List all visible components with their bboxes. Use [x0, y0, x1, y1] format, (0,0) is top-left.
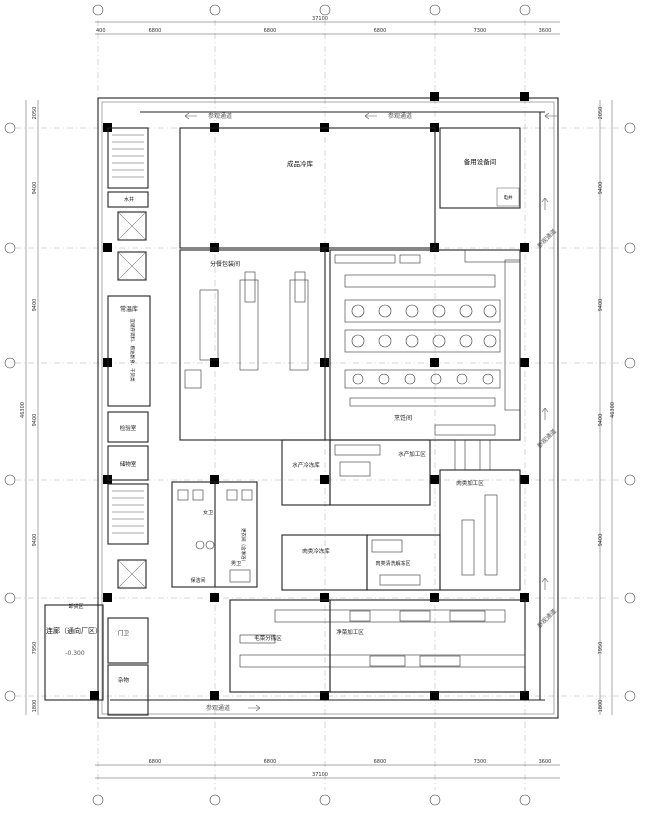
room-changing: 更衣间（含淋浴）: [240, 528, 247, 564]
level-note: -0.300: [65, 650, 85, 657]
dim-bottom-span: 6800: [374, 759, 387, 765]
dim-top-span: 6800: [149, 28, 162, 34]
room-ambient-note: 宜储存调料、粮油副食、干货类: [129, 319, 136, 382]
dim-left-span: 2050: [32, 107, 38, 120]
dim-right-span: 2050: [598, 107, 604, 120]
room-meat-cold: 肉类冷冻库: [302, 547, 330, 555]
dim-right-span: 9400: [598, 299, 604, 312]
dim-left-span: 9400: [32, 534, 38, 547]
room-inspection: 检验室: [120, 424, 137, 432]
dim-left-span: 9400: [32, 299, 38, 312]
dim-right-span: 9400: [598, 414, 604, 427]
dimension-bottom: 6800 6800 6800 7300 3600 37100: [95, 759, 560, 779]
tour-label: 参观通道: [208, 112, 232, 120]
dim-top-total: 37100: [312, 16, 328, 22]
dim-top-span: 400: [96, 28, 106, 34]
room-electrical: 电井: [504, 194, 513, 201]
room-aquatic-cold: 水产冷冻库: [292, 461, 320, 469]
room-storage: 储物室: [120, 460, 137, 468]
room-portion-pack: 分餐包装间: [210, 260, 240, 268]
tour-label: 参观通道: [388, 112, 412, 120]
outer-walls: [97, 97, 559, 719]
dim-right-span: 9400: [598, 534, 604, 547]
dim-right-span: 1800: [598, 700, 604, 713]
dim-bottom-total: 37100: [312, 772, 328, 778]
tour-arrows: [184, 112, 557, 712]
tour-label: 参观通道: [206, 704, 230, 712]
dim-left-span: 9400: [32, 182, 38, 195]
axis-bubbles: [4, 4, 636, 806]
structural-columns: [90, 92, 529, 700]
room-aquatic-process: 水产加工区: [398, 450, 426, 458]
equipment: [177, 249, 526, 668]
dim-left-span: 9400: [32, 414, 38, 427]
dim-top-span: 7300: [474, 28, 487, 34]
dim-right-total: 46300: [610, 402, 616, 418]
room-ambient-store: 常温库: [120, 305, 138, 313]
tour-label: 参观通道: [535, 227, 558, 250]
room-veg-process: 净菜加工区: [336, 628, 364, 636]
dim-bottom-span: 6800: [264, 759, 277, 765]
dim-bottom-span: 7300: [474, 759, 487, 765]
room-meat-thaw: 肉类清洗解冻区: [375, 560, 410, 567]
room-female-wc: 女卫: [203, 509, 213, 516]
dim-right-span: 7950: [598, 642, 604, 655]
room-unloading: 卸货区: [68, 603, 83, 610]
room-duty: 门卫: [118, 629, 130, 637]
room-meat-process: 肉类加工区: [456, 479, 484, 487]
room-labels: 成品冷库 备用设备间 分餐包装间 水井 常温库 宜储存调料、粮油副食、干货类 检…: [46, 157, 513, 684]
dim-left-total: 46300: [20, 402, 26, 418]
dimension-left: 46300 2050 9400 9400 9400 9400 7950 1800: [20, 100, 39, 715]
room-waste: 杂物: [118, 676, 130, 684]
dimension-right: 46300 2050 9400 9400 9400 9400 7950 1800: [598, 100, 616, 715]
dim-bottom-span: 6800: [149, 759, 162, 765]
dim-bottom-span: 3600: [539, 759, 552, 765]
room-finished-cold: 成品冷库: [287, 159, 314, 168]
room-veg-sort: 毛菜分拣区: [254, 634, 282, 642]
dim-top-span: 3600: [539, 28, 552, 34]
dim-right-span: 9400: [598, 182, 604, 195]
room-spare-equipment: 备用设备间: [464, 157, 497, 166]
room-cleaning: 保洁间: [190, 577, 205, 584]
dim-left-span: 1800: [32, 700, 38, 713]
room-cooking: 烹饪间: [394, 414, 412, 422]
tour-label: 参观通道: [535, 607, 558, 630]
room-water: 水井: [124, 196, 134, 203]
dim-left-span: 7950: [32, 642, 38, 655]
tour-label: 参观通道: [535, 427, 558, 450]
room-male-wc: 男卫: [231, 561, 241, 567]
rooms: [44, 127, 526, 716]
dim-top-span: 6800: [264, 28, 277, 34]
dim-top-span: 6800: [374, 28, 387, 34]
room-corridor: 连廊（通向厂区）: [46, 626, 102, 635]
dimension-top: 37100 400 6800 6800 6800 7300 3600: [95, 16, 560, 35]
